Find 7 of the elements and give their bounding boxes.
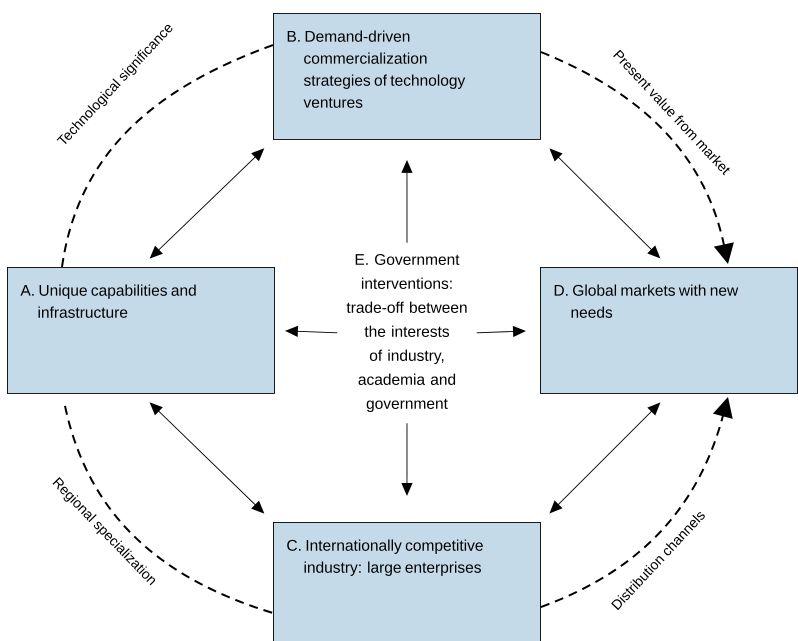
process-box: A. Unique capabilities and infrastructure xyxy=(7,267,275,394)
process-box: C. Internationally competitive industry: large enterprises xyxy=(273,522,541,641)
dashed-line xyxy=(64,406,274,614)
center-text: E. Government interventions: trade-off between the interests of industry, academia and government xyxy=(346,254,467,412)
dashed-line xyxy=(61,44,274,268)
process-box: B. Demand-driven commercialization strategies of technology ventures xyxy=(273,13,541,140)
process-box: D. Global markets with new needs xyxy=(540,267,798,394)
